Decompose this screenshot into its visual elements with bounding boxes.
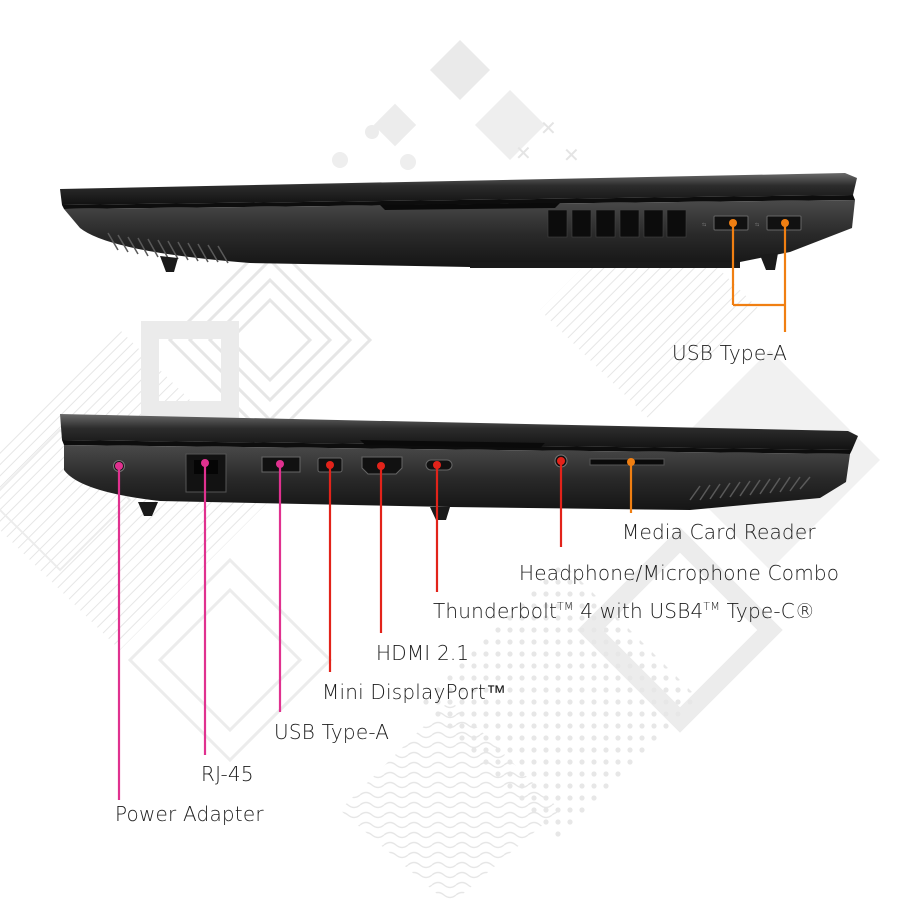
label-mini-displayport: Mini DisplayPort™	[322, 680, 507, 704]
laptop-right-side: ⇆ ⇆	[60, 173, 857, 272]
label-type-c-text: Type-C®	[720, 599, 816, 623]
usb-marker	[781, 219, 789, 227]
port-callout-lines	[117, 461, 633, 800]
label-hdmi: HDMI 2.1	[376, 641, 470, 665]
port-markers	[115, 457, 635, 470]
svg-text:✕: ✕	[563, 143, 580, 167]
svg-text:✕: ✕	[515, 141, 532, 165]
label-headphone-mic-combo: Headphone/Microphone Combo	[519, 561, 840, 585]
label-power-adapter: Power Adapter	[115, 802, 264, 826]
svg-text:⇆: ⇆	[702, 222, 706, 228]
label-top-usb-type-a: USB Type-A	[672, 341, 788, 365]
usb-marker	[729, 219, 737, 227]
usb-callout-lines	[731, 223, 787, 332]
label-thunderbolt-text: Thunderbolt	[433, 599, 557, 623]
trademark-mark: TM	[703, 600, 721, 613]
label-usb-type-a: USB Type-A	[274, 720, 390, 744]
label-rj45: RJ-45	[201, 762, 254, 786]
label-usb4-text: 4 with USB4	[580, 599, 704, 623]
trademark-mark: TM	[557, 600, 574, 613]
label-thunderbolt-usb4: ThunderboltTM 4 with USB4TM Type-C®	[433, 599, 815, 623]
laptop-left-side	[60, 414, 858, 520]
svg-text:⇆: ⇆	[755, 222, 759, 228]
label-media-card-reader: Media Card Reader	[622, 520, 816, 544]
svg-text:✕: ✕	[540, 116, 557, 140]
